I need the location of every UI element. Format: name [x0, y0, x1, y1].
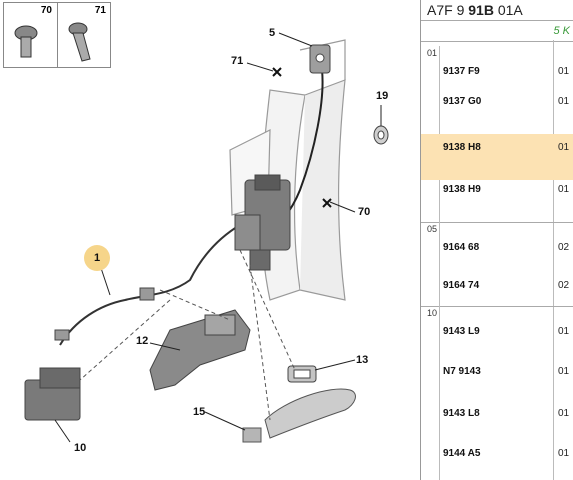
- table-row[interactable]: N7 9143 01: [421, 360, 573, 386]
- callout-1[interactable]: 1: [84, 245, 110, 271]
- thumbnail-70[interactable]: 70: [4, 3, 56, 67]
- callout-71[interactable]: 71: [231, 55, 244, 67]
- column-divider: [553, 40, 554, 480]
- callout-70[interactable]: 70: [358, 206, 371, 218]
- part-code: 9143 L9: [443, 326, 480, 337]
- part-code: 9138 H9: [443, 184, 481, 195]
- group-divider: [439, 222, 440, 306]
- part-5-bracket: [309, 44, 331, 74]
- group-05: 05 9164 68 02 9164 74 02: [421, 222, 573, 307]
- table-row[interactable]: 9144 A5 01: [421, 444, 573, 470]
- header-prefix: A7F 9: [427, 2, 469, 18]
- part-qty: 01: [558, 142, 570, 153]
- part-13-seal: [287, 365, 317, 383]
- screw-icon: [68, 22, 91, 62]
- table-row[interactable]: 9137 G0 01: [421, 90, 573, 116]
- fastener-thumbnails: 70 71: [3, 2, 111, 68]
- cable-end-fitting: [54, 287, 155, 341]
- leader-lines: [54, 32, 382, 443]
- part-qty: 01: [558, 184, 570, 195]
- group-divider: [439, 306, 440, 480]
- group-number: 05: [427, 224, 438, 234]
- thumbnail-number: 70: [40, 5, 52, 16]
- part-12-handle-bracket: [149, 309, 251, 391]
- door-frame: [229, 39, 346, 301]
- table-row[interactable]: 9143 L8 01: [421, 402, 573, 428]
- part-10-lock: [24, 367, 81, 421]
- part-number-header: A7F 9 91B 01A: [421, 0, 573, 21]
- thumbnail-number: 71: [94, 5, 106, 16]
- group-10: 10 9143 L9 01 N7 9143 01 9143 L8 01 9144 A5…: [421, 306, 573, 480]
- part-qty: 01: [558, 66, 570, 77]
- part-qty: 02: [558, 242, 570, 253]
- callout-5[interactable]: 5: [269, 27, 276, 39]
- table-row[interactable]: 9164 68 02: [421, 236, 573, 262]
- sub-header: 5 K: [421, 21, 573, 42]
- part-code: 9137 G0: [443, 96, 482, 107]
- part-qty: 01: [558, 326, 570, 337]
- callout-13[interactable]: 13: [356, 354, 369, 366]
- part-qty: 01: [558, 448, 570, 459]
- door-latch: [234, 174, 291, 271]
- diagram-drawing: [24, 32, 389, 443]
- part-code: 9144 A5: [443, 448, 481, 459]
- exploded-parts-diagram: 70 71 1 5 71 19 70 12 13 15 10: [3, 2, 389, 454]
- header-suffix: 01A: [493, 2, 523, 18]
- callout-19[interactable]: 19: [376, 90, 389, 102]
- callout-12[interactable]: 12: [136, 335, 149, 347]
- group-number: 10: [427, 308, 438, 318]
- screw-markers: [272, 67, 332, 208]
- part-qty: 01: [558, 96, 570, 107]
- part-code: N7 9143: [443, 366, 481, 377]
- outer-door-handle: [242, 388, 356, 443]
- group-01: 01 9137 F9 01 9137 G0 01 9138 H8 01 9138 H9…: [421, 46, 573, 223]
- part-code: 9137 F9: [443, 66, 480, 77]
- table-row[interactable]: 9164 74 02: [421, 274, 573, 300]
- dashed-guides: [79, 249, 296, 421]
- table-row[interactable]: 9143 L9 01: [421, 320, 573, 346]
- group-number: 01: [427, 48, 438, 58]
- thumbnail-71[interactable]: 71: [57, 3, 110, 67]
- part-code: 9164 74: [443, 280, 480, 291]
- part-code: 9143 L8: [443, 408, 480, 419]
- screw-icon: [14, 25, 38, 58]
- header-bold: 91B: [468, 2, 494, 18]
- part-code: 9138 H8: [443, 142, 481, 153]
- table-row-selected[interactable]: 9138 H8 01: [421, 134, 573, 180]
- part-19-grommet: [373, 125, 389, 145]
- part-code: 9164 68: [443, 242, 480, 253]
- callout-15[interactable]: 15: [193, 406, 206, 418]
- part-qty: 01: [558, 408, 570, 419]
- table-row[interactable]: 9137 F9 01: [421, 60, 573, 86]
- part-qty: 02: [558, 280, 570, 291]
- part-qty: 01: [558, 366, 570, 377]
- table-row[interactable]: 9138 H9 01: [421, 180, 573, 206]
- callout-10[interactable]: 10: [74, 442, 87, 454]
